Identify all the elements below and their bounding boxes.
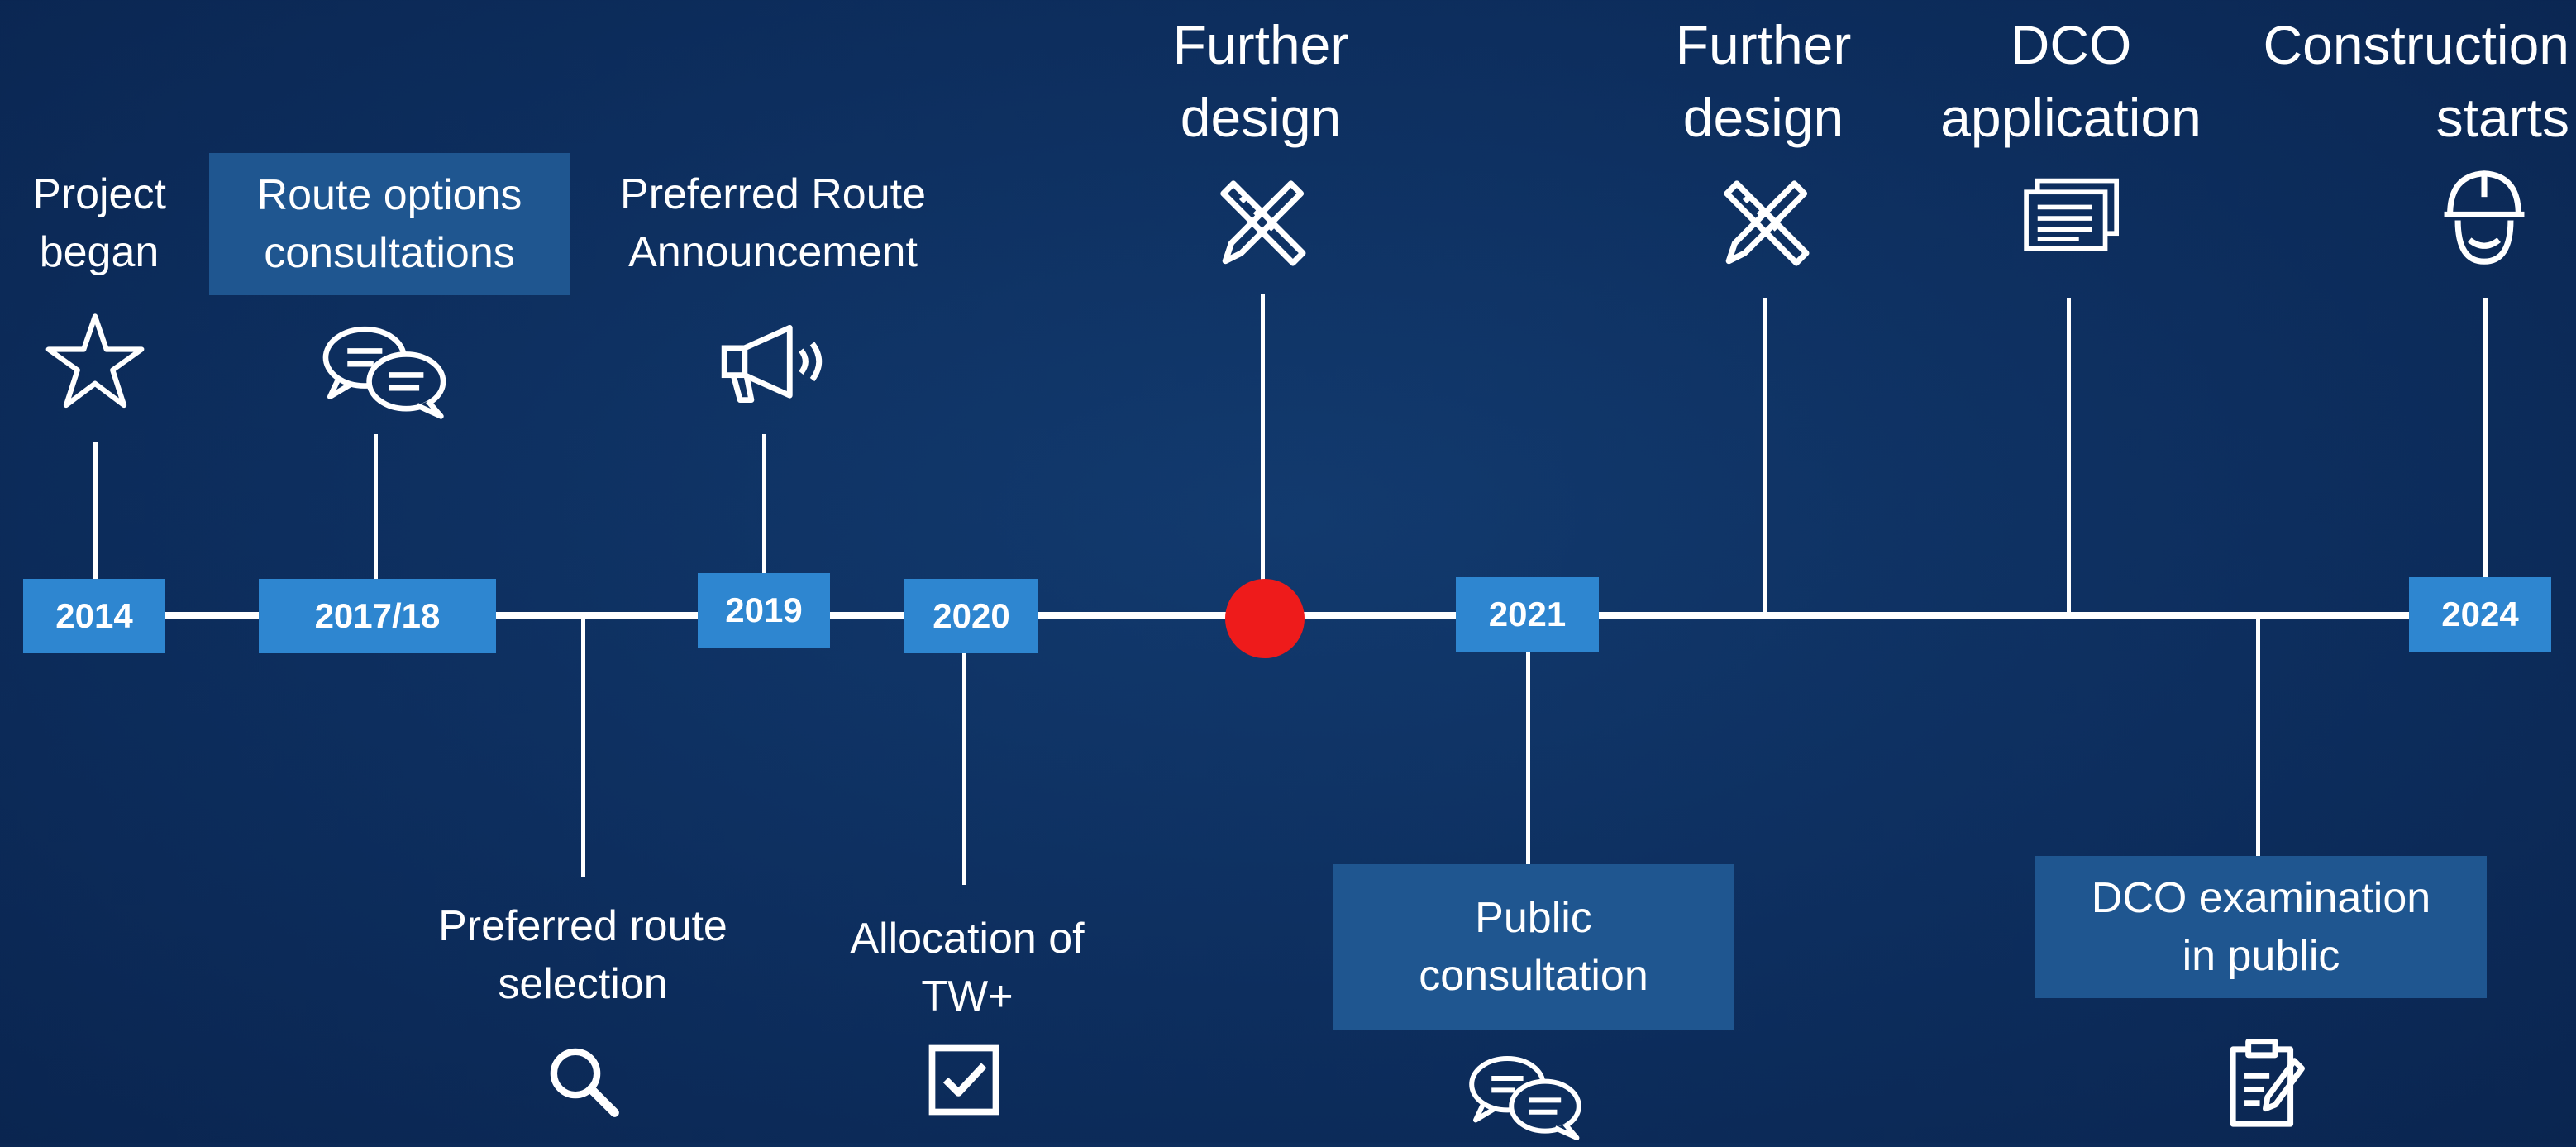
hard-hat-worker-icon: [2439, 164, 2530, 271]
connector-public-consultation: [1526, 649, 1530, 864]
pencil-ruler-icon: [1209, 174, 1313, 273]
chat-bubbles-icon: [318, 318, 451, 422]
connector-dco-application: [2067, 298, 2071, 612]
documents-icon: [2019, 175, 2122, 254]
label-dco-examination-in-public: DCO examination in public: [2035, 856, 2487, 998]
label-allocation-tw: Allocation of TW+: [850, 915, 1085, 1020]
year-2014: 2014: [23, 579, 165, 653]
label-preferred-route-selection: Preferred route selection: [438, 902, 727, 1008]
pencil-ruler-icon: [1713, 174, 1816, 273]
magnifier-icon: [544, 1042, 623, 1121]
connector-further-design-1: [1261, 294, 1265, 583]
checkbox-icon: [928, 1044, 1000, 1116]
year-2017-18: 2017/18: [259, 579, 496, 653]
connector-dco-examination: [2256, 612, 2260, 856]
connector-construction-starts: [2483, 298, 2488, 579]
year-2024: 2024: [2409, 577, 2551, 652]
clipboard-icon: [2226, 1038, 2305, 1129]
connector-project-began: [93, 442, 98, 583]
label-project-began: Project began: [32, 170, 166, 276]
label-route-options-consultations: Route options consultations: [209, 153, 570, 295]
year-2020: 2020: [904, 579, 1038, 653]
year-2019: 2019: [698, 573, 830, 648]
label-preferred-route-announcement: Preferred Route Announcement: [620, 170, 926, 276]
label-public-consultation: Public consultation: [1333, 864, 1734, 1030]
label-further-design-2: Further design: [1675, 14, 1852, 148]
connector-allocation-tw: [962, 645, 966, 885]
star-icon: [41, 310, 149, 413]
connector-preferred-route-announcement: [762, 434, 766, 575]
connector-further-design-2: [1763, 298, 1767, 616]
connector-preferred-route-selection: [581, 616, 585, 877]
label-further-design-1: Further design: [1172, 14, 1349, 148]
current-position-marker: [1225, 579, 1305, 658]
label-dco-application: DCO application: [1940, 14, 2202, 148]
chat-bubbles-icon: [1459, 1049, 1591, 1143]
label-construction-starts: Construction starts: [2263, 14, 2569, 148]
connector-route-options: [374, 434, 378, 583]
year-2021: 2021: [1456, 577, 1599, 652]
megaphone-icon: [718, 318, 842, 409]
